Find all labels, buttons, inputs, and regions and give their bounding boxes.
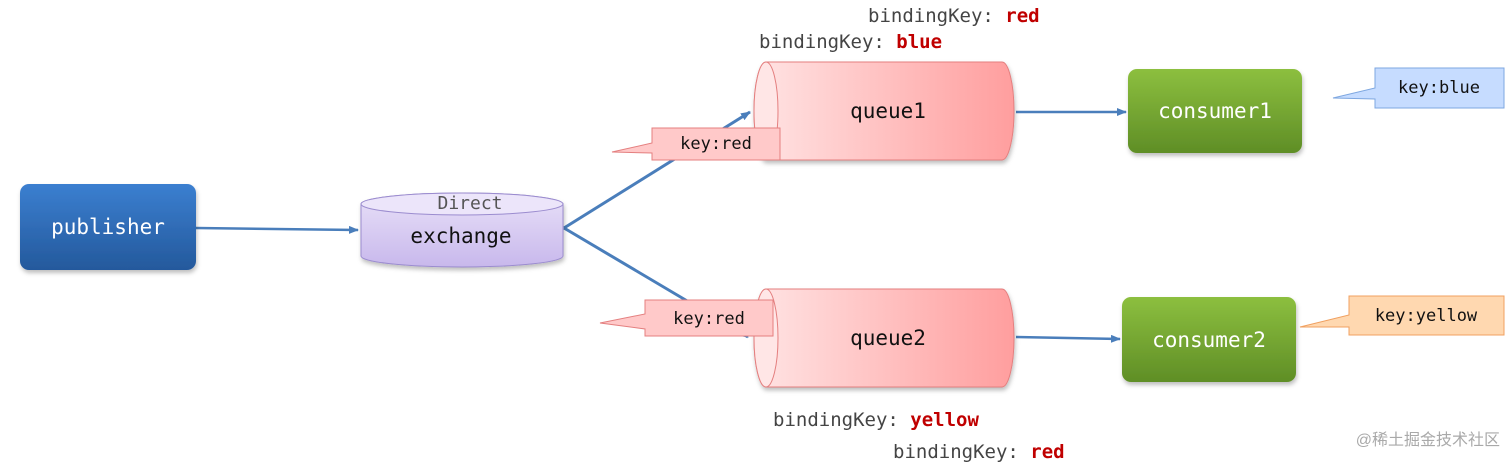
consumer2-label: consumer2 bbox=[1152, 328, 1266, 352]
binding-key-prefix: bindingKey: bbox=[759, 31, 896, 53]
publisher-label: publisher bbox=[51, 215, 165, 239]
publisher-node bbox=[20, 184, 196, 270]
consumer2-node bbox=[1122, 297, 1296, 382]
callout-route-queue2-text: key:red bbox=[673, 309, 745, 329]
callout-consumer2: key:yellow bbox=[1299, 295, 1505, 336]
callout-consumer1-text: key:blue bbox=[1398, 78, 1480, 98]
callout-consumer2-text: key:yellow bbox=[1375, 306, 1478, 326]
binding-key-queue1-red: bindingKey: red bbox=[868, 5, 1040, 27]
arrow-publisher-to-exchange bbox=[195, 225, 359, 234]
arrow-queue2-to-consumer2 bbox=[1015, 334, 1121, 343]
binding-key-queue2-red: bindingKey: red bbox=[893, 441, 1065, 463]
binding-key-value: red bbox=[1005, 5, 1039, 27]
binding-key-prefix: bindingKey: bbox=[868, 5, 1005, 27]
consumer1-node bbox=[1128, 69, 1302, 153]
binding-key-value: red bbox=[1030, 441, 1064, 463]
binding-key-value: yellow bbox=[910, 409, 979, 431]
exchange-label: exchange bbox=[410, 224, 511, 248]
callout-route-queue1: key:red bbox=[611, 127, 781, 161]
binding-key-value: blue bbox=[896, 31, 942, 53]
callout-consumer1: key:blue bbox=[1332, 67, 1505, 109]
binding-key-prefix: bindingKey: bbox=[893, 441, 1030, 463]
consumer1-label: consumer1 bbox=[1158, 99, 1272, 123]
binding-key-prefix: bindingKey: bbox=[773, 409, 910, 431]
binding-key-queue1-blue: bindingKey: blue bbox=[759, 31, 942, 53]
queue1-label: queue1 bbox=[850, 99, 926, 123]
callout-route-queue1-text: key:red bbox=[680, 134, 752, 154]
queue2-label: queue2 bbox=[850, 326, 926, 350]
callout-route-queue2: key:red bbox=[599, 299, 774, 337]
watermark: @稀土掘金技术社区 bbox=[1356, 431, 1500, 449]
exchange-node bbox=[360, 192, 564, 268]
exchange-type-label: Direct bbox=[437, 193, 502, 214]
binding-key-queue2-yellow: bindingKey: yellow bbox=[773, 409, 979, 431]
